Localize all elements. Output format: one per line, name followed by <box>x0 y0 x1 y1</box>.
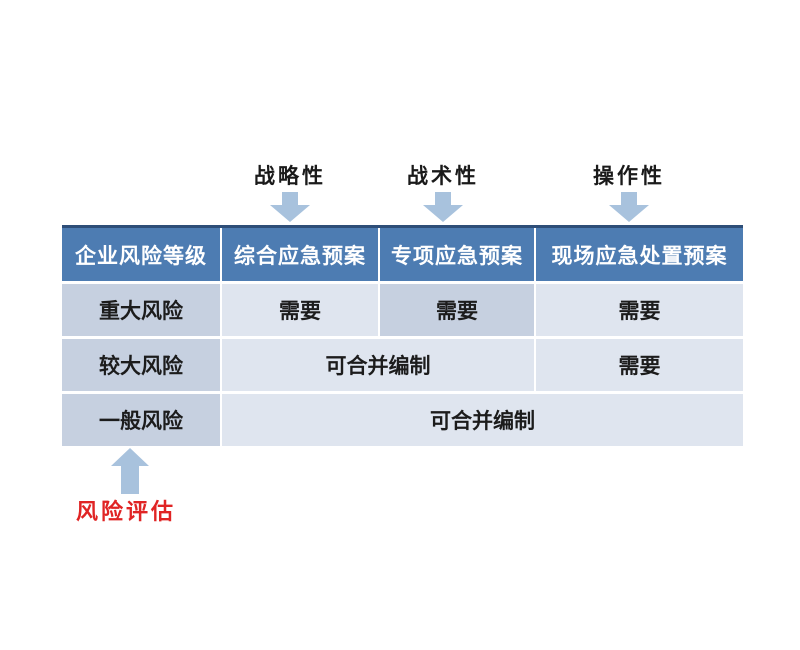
row-level-cell: 一般风险 <box>62 394 220 446</box>
down-arrow-icon <box>609 192 649 222</box>
emergency-plan-table: 企业风险等级 综合应急预案 专项应急预案 现场应急处置预案 重大风险 需要 需要… <box>62 225 743 446</box>
down-arrow-icon <box>270 192 310 222</box>
table-top-border <box>62 225 743 228</box>
up-arrow-icon <box>111 448 149 494</box>
row-level-cell: 重大风险 <box>62 284 220 336</box>
table-cell-merged: 可合并编制 <box>222 394 743 446</box>
label-operational: 操作性 <box>593 164 665 188</box>
label-strategic: 战略性 <box>254 164 326 188</box>
table-cell-merged: 可合并编制 <box>222 339 534 391</box>
header-cell-onsite-plan: 现场应急处置预案 <box>536 228 743 281</box>
header-cell-risk-level: 企业风险等级 <box>62 228 220 281</box>
label-risk-assessment: 风险评估 <box>76 499 177 524</box>
table-cell: 需要 <box>536 339 743 391</box>
label-tactical: 战术性 <box>407 164 479 188</box>
table-cell: 需要 <box>222 284 378 336</box>
header-cell-special-plan: 专项应急预案 <box>380 228 534 281</box>
table-cell: 需要 <box>536 284 743 336</box>
table-cell: 需要 <box>380 284 534 336</box>
header-cell-comprehensive-plan: 综合应急预案 <box>222 228 378 281</box>
down-arrow-icon <box>423 192 463 222</box>
table-grid: 企业风险等级 综合应急预案 专项应急预案 现场应急处置预案 重大风险 需要 需要… <box>62 228 743 446</box>
row-level-cell: 较大风险 <box>62 339 220 391</box>
